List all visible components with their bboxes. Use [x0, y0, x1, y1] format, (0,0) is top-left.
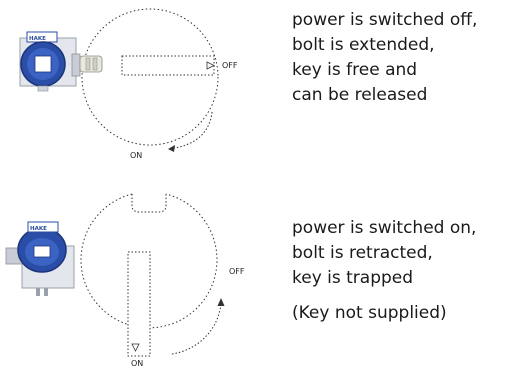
switch-device: HAKE	[5, 221, 75, 296]
rotation-arrow	[171, 303, 222, 355]
off-pointer-icon	[206, 61, 215, 70]
description-on-state: power is switched on, bolt is retracted,…	[292, 216, 476, 326]
rotation-arrow	[167, 111, 213, 150]
diagram-off-state: OFF ON HAKE	[0, 0, 280, 175]
logo-text: HAKE	[30, 226, 47, 232]
dial-outline	[81, 8, 219, 146]
bolt-retracted	[127, 251, 151, 357]
off-label: OFF	[229, 267, 245, 276]
bolt-extended	[121, 55, 215, 76]
switch-device: HAKE	[19, 31, 103, 92]
description-off-state: power is switched off, bolt is extended,…	[292, 8, 477, 108]
arrow-head-icon	[217, 298, 225, 306]
off-label: OFF	[222, 61, 238, 70]
description-line: can be released	[292, 85, 428, 105]
description-line: bolt is retracted,	[292, 243, 433, 263]
arrow-head-icon	[168, 145, 175, 152]
on-label: ON	[131, 359, 143, 367]
description-line: power is switched on,	[292, 218, 477, 238]
diagram-on-state: ON OFF HAKE	[0, 180, 280, 367]
logo-text: HAKE	[29, 36, 46, 42]
on-label: ON	[130, 151, 142, 160]
key-note: (Key not supplied)	[292, 303, 447, 323]
description-line: key is free and	[292, 60, 418, 80]
dial-notch	[131, 194, 167, 213]
diagram-on-svg: ON OFF HAKE	[5, 193, 245, 367]
description-line: power is switched off,	[292, 10, 478, 30]
diagram-off-svg: OFF ON HAKE	[19, 8, 238, 160]
on-pointer-icon	[131, 343, 140, 352]
description-line: key is trapped	[292, 268, 414, 288]
description-line: bolt is extended,	[292, 35, 435, 55]
